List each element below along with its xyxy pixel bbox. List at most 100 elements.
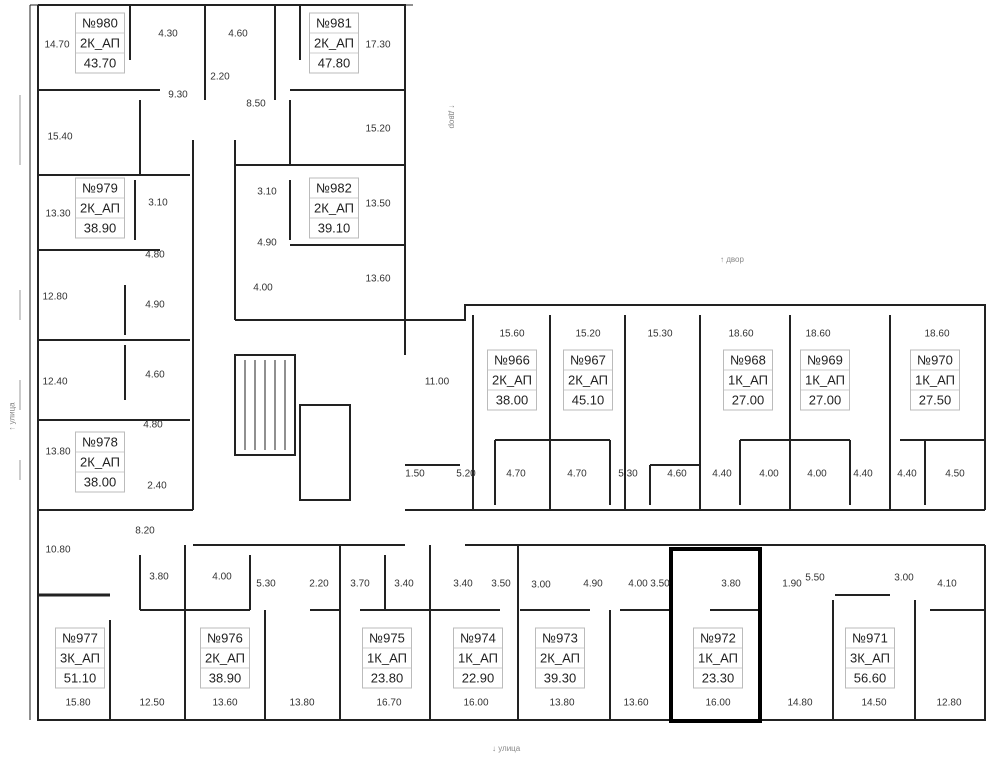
apartment-type: 2К_АП — [564, 371, 612, 391]
room-area-label: 18.60 — [728, 328, 754, 340]
room-area-label: 17.30 — [365, 39, 391, 51]
room-area-label: 5.30 — [618, 468, 638, 480]
room-area-label: 3.10 — [257, 186, 277, 198]
apartment-area: 23.80 — [370, 670, 404, 686]
apartment-type: 1К_АП — [454, 649, 502, 669]
room-area-label: 14.50 — [861, 697, 887, 709]
room-area-label: 12.80 — [42, 291, 68, 303]
room-area-label: 8.20 — [135, 525, 155, 537]
apartment-area: 27.00 — [808, 392, 842, 408]
room-area-label: 3.80 — [721, 578, 741, 590]
room-area-label: 4.40 — [712, 468, 732, 480]
apartment-area: 45.10 — [571, 392, 605, 408]
room-area-label: 4.00 — [628, 578, 648, 590]
room-area-label: 3.40 — [394, 578, 414, 590]
orientation-street-bottom: ↓ улица — [492, 744, 521, 753]
room-area-label: 4.70 — [506, 468, 526, 480]
apartment-number: №975 — [363, 629, 411, 649]
apartment-number: №972 — [694, 629, 742, 649]
room-area-label: 15.30 — [647, 328, 673, 340]
room-area-label: 4.60 — [145, 369, 165, 381]
apartment-type: 2К_АП — [201, 649, 249, 669]
room-area-label: 12.80 — [936, 697, 962, 709]
room-area-label: 16.70 — [376, 697, 402, 709]
room-area-label: 4.80 — [145, 249, 165, 261]
apartment-type: 1К_АП — [363, 649, 411, 669]
room-area-label: 4.80 — [143, 419, 163, 431]
apartment-number: №982 — [310, 179, 358, 199]
room-area-label: 5.50 — [805, 572, 825, 584]
room-area-label: 13.80 — [45, 446, 71, 458]
apartment-area: 39.10 — [317, 220, 351, 236]
apartment-type: 2К_АП — [488, 371, 536, 391]
apartment-type: 3К_АП — [56, 649, 104, 669]
room-area-label: 4.40 — [853, 468, 873, 480]
apartment-number: №977 — [56, 629, 104, 649]
room-area-label: 1.90 — [782, 578, 802, 590]
apartment-number: №970 — [911, 351, 959, 371]
apartment-number: №971 — [846, 629, 894, 649]
apartment-type: 1К_АП — [801, 371, 849, 391]
room-area-label: 3.40 — [453, 578, 473, 590]
room-area-label: 3.00 — [894, 572, 914, 584]
room-area-label: 4.30 — [158, 28, 178, 40]
room-area-label: 4.90 — [257, 237, 277, 249]
room-area-label: 15.40 — [47, 131, 73, 143]
room-area-label: 4.70 — [567, 468, 587, 480]
apartment-type: 2К_АП — [76, 199, 124, 219]
room-area-label: 15.80 — [65, 697, 91, 709]
apartment-type: 1К_АП — [911, 371, 959, 391]
apartment-type: 2К_АП — [76, 453, 124, 473]
apartment-area: 47.80 — [317, 55, 351, 71]
apartment-type: 1К_АП — [694, 649, 742, 669]
apartment-area: 51.10 — [63, 670, 97, 686]
room-area-label: 13.60 — [365, 273, 391, 285]
apartment-number: №966 — [488, 351, 536, 371]
room-area-label: 13.60 — [623, 697, 649, 709]
apartment-number: №969 — [801, 351, 849, 371]
room-area-label: 12.50 — [139, 697, 165, 709]
apartment-type: 2К_АП — [536, 649, 584, 669]
apartment-number: №974 — [454, 629, 502, 649]
apartment-number: №968 — [724, 351, 772, 371]
room-area-label: 4.50 — [945, 468, 965, 480]
orientation-yard-right: ↑ двор — [720, 255, 744, 264]
apartment-type: 2К_АП — [310, 199, 358, 219]
room-area-label: 4.60 — [228, 28, 248, 40]
apartment-area: 38.00 — [83, 474, 117, 490]
apartment-number: №973 — [536, 629, 584, 649]
apartment-type: 2К_АП — [76, 34, 124, 54]
room-area-label: 15.20 — [365, 123, 391, 135]
apartment-area: 39.30 — [543, 670, 577, 686]
room-area-label: 5.20 — [456, 468, 476, 480]
room-area-label: 1.50 — [405, 468, 425, 480]
room-area-label: 5.30 — [256, 578, 276, 590]
room-area-label: 13.50 — [365, 198, 391, 210]
apartment-type: 2К_АП — [310, 34, 358, 54]
apartment-area: 22.90 — [461, 670, 495, 686]
room-area-label: 4.00 — [212, 571, 232, 583]
room-area-label: 10.80 — [45, 544, 71, 556]
room-area-label: 8.50 — [246, 98, 266, 110]
room-area-label: 18.60 — [805, 328, 831, 340]
room-area-label: 11.00 — [424, 376, 450, 388]
apartment-area: 27.50 — [918, 392, 952, 408]
